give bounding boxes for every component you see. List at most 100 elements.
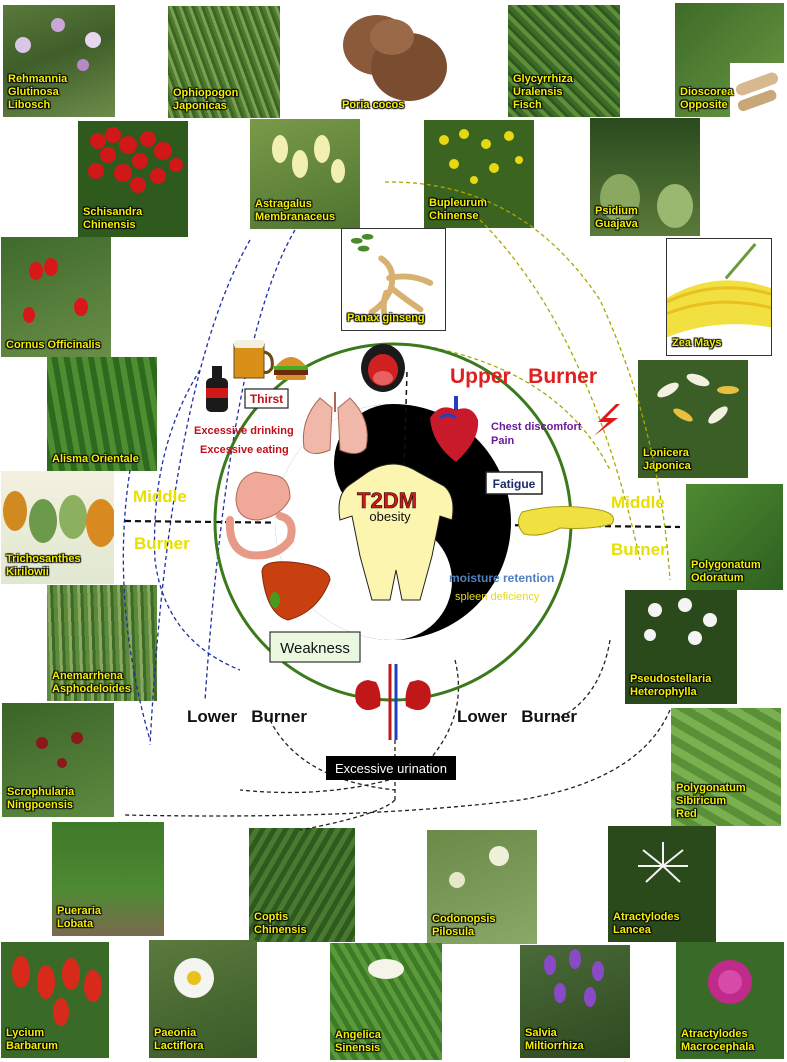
herb-label: Atractylodes Macrocephala <box>681 1028 755 1053</box>
flower-photo-icon <box>15 18 101 71</box>
connector-line <box>149 239 251 746</box>
herb-label: Schisandra Chinensis <box>83 206 143 231</box>
herb-lycium: Lycium Barbarum <box>1 942 109 1058</box>
fatigue-box <box>485 471 543 495</box>
herb-coptis: Coptis Chinensis <box>249 828 355 942</box>
flower-photo-icon <box>272 135 345 183</box>
connector-line <box>419 344 611 471</box>
berries-photo-icon <box>23 258 88 323</box>
flower-photo-icon <box>638 842 688 883</box>
symptom-moisture-retention: moisture retention <box>449 571 554 585</box>
herb-label: Panax ginseng <box>347 312 425 324</box>
connector-line <box>122 469 151 741</box>
herb-trichosanthes: Trichosanthes Kirilowii <box>1 471 114 584</box>
flower-photo-icon <box>449 846 509 888</box>
flower-photo-icon <box>657 373 739 424</box>
symptom-thirst: Thirst <box>250 392 283 406</box>
herb-salvia: Salvia Miltiorrhiza <box>520 945 630 1058</box>
herb-label: Pseudostellaria Heterophylla <box>630 673 712 698</box>
middle-burner-right-label: Middle <box>611 493 665 512</box>
herb-glycyrrhiza: Glycyrrhiza Uralensis Fisch <box>508 5 620 117</box>
herb-cornus: Cornus Officinalis <box>1 237 111 357</box>
liver-icon <box>261 561 331 621</box>
symptom-excessive-drinking: Excessive drinking <box>194 425 294 437</box>
berries-photo-icon <box>88 127 183 193</box>
herb-alisma: Alisma Orientale <box>47 357 157 471</box>
ginseng-root-icon <box>350 233 434 326</box>
flower-photo-icon <box>36 732 83 768</box>
middle-burner-left-label: Middle <box>133 487 187 506</box>
herb-astragalus: Astragalus Membranaceus <box>250 119 360 229</box>
herb-psidium: Psidium Guajava <box>590 118 700 236</box>
herb-rehmannia: Rehmannia Glutinosa Libosch <box>3 5 115 117</box>
herb-dioscorea: Dioscorea Opposite <box>675 3 784 117</box>
herb-label: Scrophularia Ningpoensis <box>7 786 75 811</box>
herb-label: Poria cocos <box>342 99 405 111</box>
herb-panax: Panax ginseng <box>341 228 446 331</box>
herb-label: Polygonatum Odoratum <box>691 559 761 584</box>
herb-polygonatum-sibiricum: Polygonatum Sibiricum Red <box>671 708 781 826</box>
mouth-icon <box>361 344 405 392</box>
herb-poria: Poria cocos <box>337 5 449 117</box>
symptom-fatigue: Fatigue <box>493 477 536 491</box>
herb-label: Paeonia Lactiflora <box>154 1027 204 1052</box>
obesity-figure <box>338 463 454 601</box>
symptom-excessive-eating: Excessive eating <box>200 444 289 456</box>
herb-label: Atractylodes Lancea <box>613 911 680 936</box>
herb-pseudostellaria: Pseudostellaria Heterophylla <box>625 590 737 704</box>
lightning-icon <box>594 404 620 436</box>
lungs-icon <box>302 392 368 454</box>
herb-label: Glycyrrhiza Uralensis Fisch <box>513 73 573 111</box>
herb-label: Codonopsis Pilosula <box>432 913 496 938</box>
herb-label: Psidium Guajava <box>595 205 638 230</box>
herb-label: Salvia Miltiorrhiza <box>525 1027 584 1052</box>
flower-photo-icon <box>368 959 404 979</box>
flower-photo-icon <box>708 960 752 1004</box>
herb-pueraria: Pueraria Lobata <box>52 822 164 936</box>
weakness-box <box>269 631 361 663</box>
stomach-icon <box>225 471 296 560</box>
pancreas-icon <box>518 505 614 536</box>
heart-icon <box>430 396 479 462</box>
symptom-excessive-urination: Excessive urination <box>335 761 447 776</box>
herb-label: Dioscorea Opposite <box>680 86 734 111</box>
berries-photo-icon <box>12 956 102 1026</box>
yam-photo-icon <box>730 63 784 117</box>
herb-label: Pueraria Lobata <box>57 905 102 930</box>
herb-label: Rehmannia Glutinosa Libosch <box>8 73 68 111</box>
connector-line <box>479 219 641 561</box>
herb-label: Anemarrhena Asphodeloides <box>52 670 131 695</box>
herb-atractylodes-macrocephala: Atractylodes Macrocephala <box>676 942 784 1059</box>
guava-photo-icon <box>600 174 693 228</box>
herb-label: Coptis Chinensis <box>254 911 307 936</box>
connector-line <box>554 639 611 721</box>
herb-ophiopogon: Ophiopogon Japonicas <box>168 6 280 118</box>
burger-icon <box>274 357 308 380</box>
herb-label: Alisma Orientale <box>52 453 139 465</box>
herb-anemarrhena: Anemarrhena Asphodeloides <box>47 585 157 701</box>
herb-label: Astragalus Membranaceus <box>255 198 336 223</box>
herb-scrophularia: Scrophularia Ningpoensis <box>2 703 114 817</box>
burner-left-label: Burner <box>134 534 190 553</box>
center-title: T2DM <box>357 488 417 513</box>
gourd-photo-icon <box>3 491 114 547</box>
herb-label: Angelica Sinensis <box>335 1029 381 1054</box>
thirst-box <box>244 388 289 409</box>
connector-line <box>384 181 671 581</box>
herb-atractylodes-lancea: Atractylodes Lancea <box>608 826 716 942</box>
corn-icon <box>667 243 771 338</box>
herb-schisandra: Schisandra Chinensis <box>78 121 188 237</box>
burner-right-label: Burner <box>611 540 667 559</box>
symptom-spleen-deficiency: spleen deficiency <box>455 591 540 603</box>
herb-label: Bupleurum Chinense <box>429 197 488 222</box>
herb-label: Polygonatum Sibiricum Red <box>676 782 746 820</box>
herb-zea: Zea Mays <box>666 238 772 356</box>
herb-paeonia: Paeonia Lactiflora <box>149 940 257 1058</box>
beer-icon <box>233 340 274 379</box>
upper-burner-label: Upper Burner <box>450 365 597 388</box>
flower-photo-icon <box>174 958 214 998</box>
herb-label: Trichosanthes Kirilowii <box>6 553 81 578</box>
herb-label: Zea Mays <box>672 337 722 349</box>
connector-line <box>153 369 241 671</box>
connector-line <box>299 799 396 831</box>
